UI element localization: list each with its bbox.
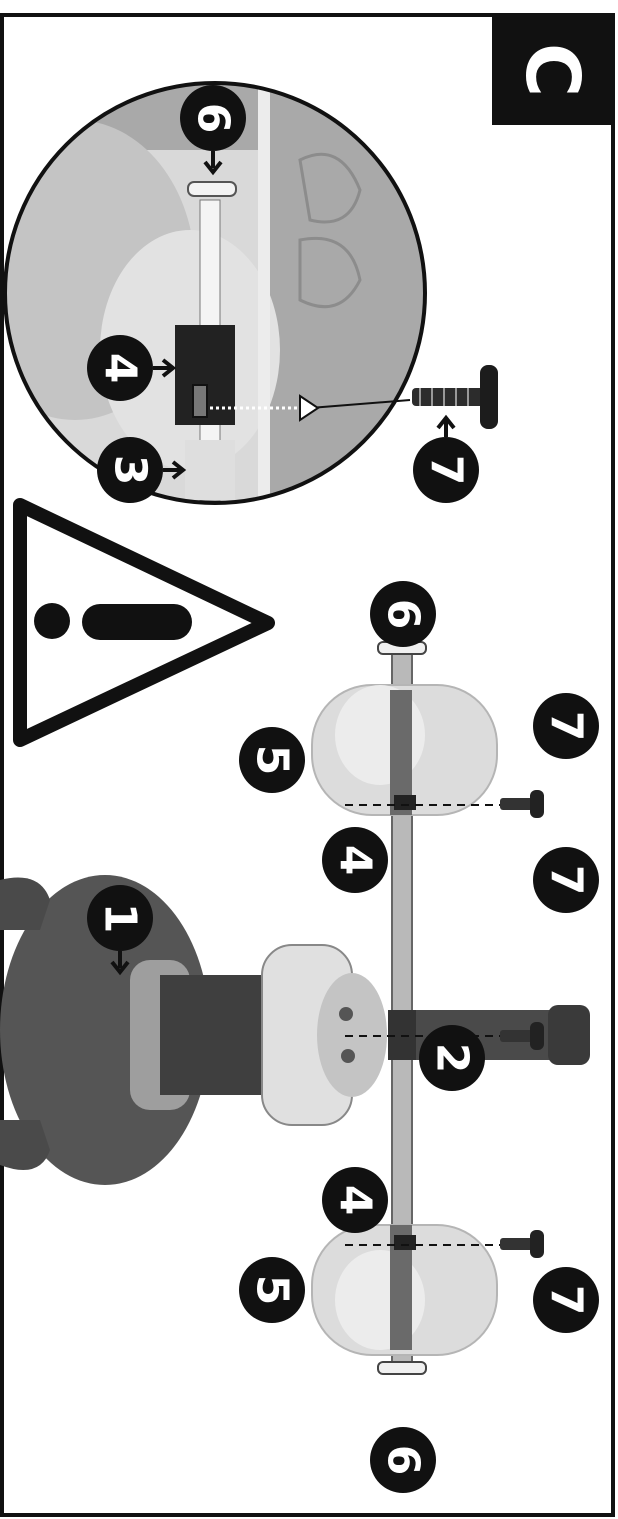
step-badge: C — [492, 15, 613, 125]
svg-text:4: 4 — [330, 1185, 381, 1216]
axle-clip-top — [394, 795, 416, 810]
svg-text:1: 1 — [95, 903, 146, 934]
callout-5-bottom: 5 — [239, 1257, 305, 1323]
screw-middle — [500, 1022, 544, 1050]
step-letter: C — [509, 43, 595, 97]
axle-cap-bottom — [377, 1361, 427, 1375]
svg-text:7: 7 — [541, 1285, 592, 1316]
callout-4-bottom: 4 — [322, 1167, 388, 1233]
svg-text:7: 7 — [541, 711, 592, 742]
callout-2: 2 — [419, 1025, 485, 1091]
svg-text:2: 2 — [427, 1043, 478, 1074]
callout-1: 1 — [87, 885, 153, 976]
svg-text:3: 3 — [105, 455, 156, 486]
svg-text:6: 6 — [378, 1445, 429, 1476]
callout-3-detail: 3 — [97, 437, 187, 503]
callout-7-middle: 7 — [533, 847, 599, 913]
callout-6-bottom: 6 — [370, 1427, 436, 1493]
wheel-top — [311, 684, 498, 816]
wheel-bottom — [311, 1224, 498, 1356]
main-assembly-illustration — [0, 641, 590, 1375]
screw-detail — [412, 365, 498, 429]
callout-6-detail: 6 — [180, 85, 246, 176]
svg-text:5: 5 — [247, 1275, 298, 1306]
callout-7-top: 7 — [533, 693, 599, 759]
screw-bottom — [500, 1230, 544, 1258]
svg-text:6: 6 — [188, 103, 239, 134]
callout-5-top: 5 — [239, 727, 305, 793]
callout-4-detail: 4 — [87, 335, 177, 401]
warning-triangle-icon — [13, 498, 275, 747]
svg-text:7: 7 — [421, 455, 472, 486]
callout-7-detail: 7 — [413, 414, 479, 503]
callout-6-top: 6 — [370, 581, 436, 647]
svg-text:4: 4 — [330, 845, 381, 876]
seat-body — [0, 875, 387, 1185]
callout-4-top: 4 — [322, 827, 388, 893]
svg-text:6: 6 — [378, 599, 429, 630]
screw-top — [500, 790, 544, 818]
arrow-icon — [299, 394, 320, 422]
axle-clip-bottom — [394, 1235, 416, 1250]
svg-text:5: 5 — [247, 745, 298, 776]
svg-text:4: 4 — [95, 353, 146, 384]
svg-text:7: 7 — [541, 865, 592, 896]
callout-7-bottom: 7 — [533, 1267, 599, 1333]
